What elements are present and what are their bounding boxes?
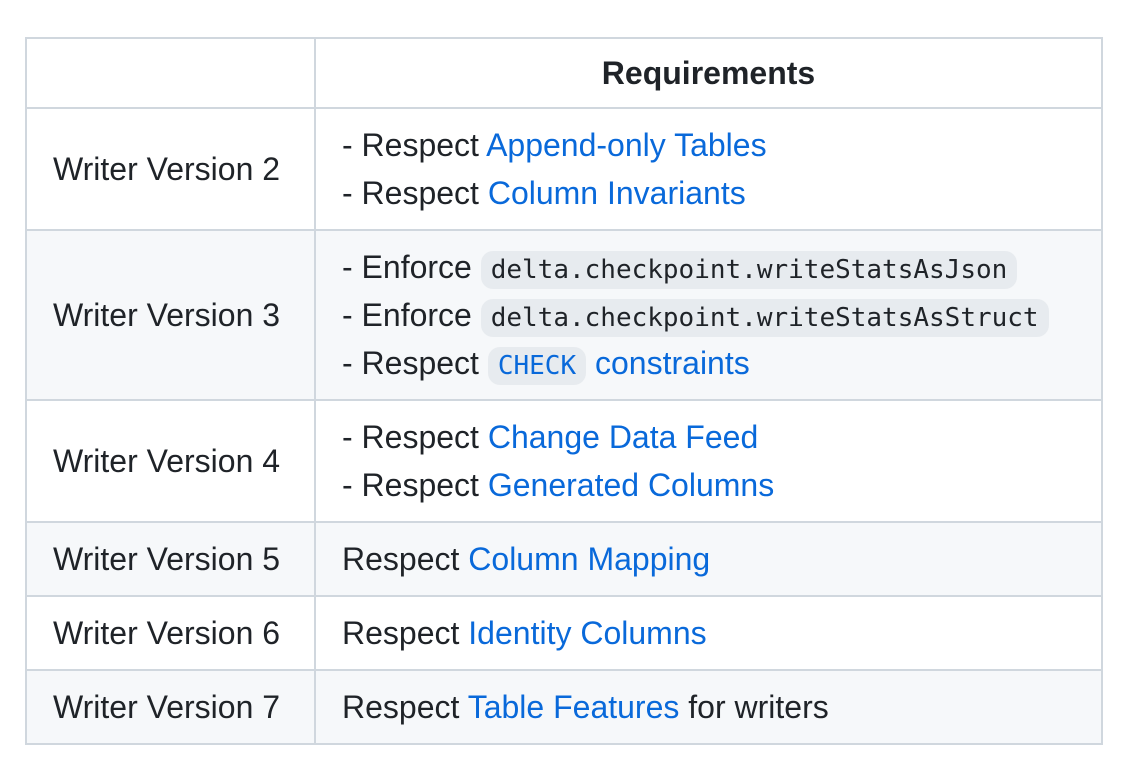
- requirement-text: Respect: [342, 541, 469, 577]
- requirement-code: delta.checkpoint.writeStatsAsJson: [480, 251, 1018, 289]
- requirements-cell: - Respect Append-only Tables- Respect Co…: [314, 107, 1103, 231]
- table-row: Writer Version 7 Respect Table Features f…: [25, 669, 1103, 745]
- requirement-code-link[interactable]: CHECK: [487, 345, 587, 385]
- requirement-link[interactable]: Column Mapping: [468, 541, 711, 577]
- writer-version-cell: Writer Version 4: [25, 399, 316, 523]
- requirement-line: - Enforce delta.checkpoint.writeStatsAsJ…: [342, 243, 1075, 291]
- requirement-link[interactable]: Change Data Feed: [487, 419, 759, 455]
- table-row: Writer Version 2- Respect Append-only Ta…: [25, 107, 1103, 231]
- requirement-line: - Respect CHECK constraints: [342, 339, 1075, 387]
- writer-requirements-table: Requirements Writer Version 2- Respect A…: [25, 37, 1103, 745]
- requirement-link[interactable]: Generated Columns: [487, 467, 775, 503]
- requirements-cell: - Respect Change Data Feed- Respect Gene…: [314, 399, 1103, 523]
- requirement-line: - Respect Change Data Feed: [342, 413, 1075, 461]
- requirement-link[interactable]: Table Features: [467, 689, 680, 725]
- requirement-text: Respect: [342, 615, 469, 651]
- requirement-text: - Enforce: [342, 297, 481, 333]
- header-requirements-cell: Requirements: [314, 37, 1103, 109]
- requirement-text: - Respect: [342, 175, 488, 211]
- requirements-cell: Respect Column Mapping: [314, 521, 1103, 597]
- writer-version-cell: Writer Version 3: [25, 229, 316, 401]
- table-row: Writer Version 3 - Enforce delta.checkpoi…: [25, 229, 1103, 401]
- requirement-link[interactable]: Append-only Tables: [486, 127, 767, 163]
- requirements-cell: - Enforce delta.checkpoint.writeStatsAsJ…: [314, 229, 1103, 401]
- requirement-text: - Respect: [342, 419, 488, 455]
- requirement-line: Respect Column Mapping: [342, 535, 1075, 583]
- writer-version-cell: Writer Version 7: [25, 669, 316, 745]
- requirement-line: - Respect Append-only Tables: [342, 121, 1075, 169]
- table-row: Writer Version 4- Respect Change Data Fe…: [25, 399, 1103, 523]
- requirement-text: - Respect: [342, 345, 488, 381]
- requirement-line: Respect Identity Columns: [342, 609, 1075, 657]
- requirements-cell: Respect Identity Columns: [314, 595, 1103, 671]
- requirement-line: Respect Table Features for writers: [342, 683, 1075, 731]
- writer-version-cell: Writer Version 5: [25, 521, 316, 597]
- requirement-line: - Respect Column Invariants: [342, 169, 1075, 217]
- requirement-line: - Respect Generated Columns: [342, 461, 1075, 509]
- requirement-text: Respect: [342, 689, 468, 725]
- requirement-code-link-text: CHECK: [487, 347, 587, 385]
- header-row: Requirements: [25, 37, 1103, 109]
- requirements-cell: Respect Table Features for writers: [314, 669, 1103, 745]
- requirement-line: - Enforce delta.checkpoint.writeStatsAsS…: [342, 291, 1075, 339]
- requirement-text: - Respect: [342, 467, 488, 503]
- header-empty-cell: [25, 37, 316, 109]
- requirement-link[interactable]: Identity Columns: [468, 615, 707, 651]
- requirement-text: - Enforce: [342, 249, 481, 285]
- requirement-text: for writers: [679, 689, 829, 725]
- writer-version-cell: Writer Version 2: [25, 107, 316, 231]
- requirement-code: delta.checkpoint.writeStatsAsStruct: [480, 299, 1049, 337]
- requirement-link[interactable]: constraints: [586, 345, 750, 381]
- requirement-link[interactable]: Column Invariants: [487, 175, 746, 211]
- writer-version-cell: Writer Version 6: [25, 595, 316, 671]
- requirement-text: - Respect: [342, 127, 487, 163]
- table-row: Writer Version 5 Respect Column Mapping: [25, 521, 1103, 597]
- table-row: Writer Version 6 Respect Identity Columns: [25, 595, 1103, 671]
